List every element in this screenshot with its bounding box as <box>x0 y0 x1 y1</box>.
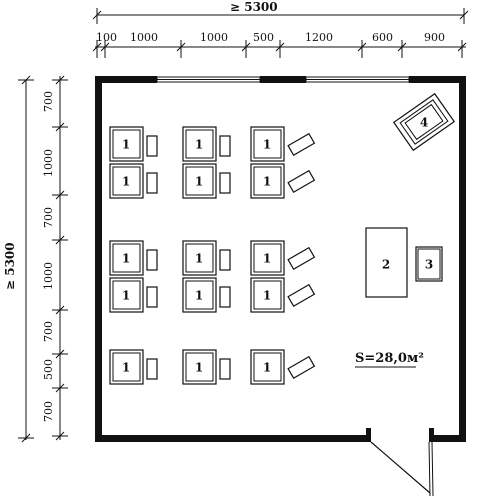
cabinet-label: 3 <box>425 258 433 272</box>
desk-label: 1 <box>263 175 271 189</box>
teacher-table-label: 2 <box>382 258 390 272</box>
desk-label: 1 <box>263 252 271 266</box>
student-desk: 1 <box>250 277 316 313</box>
entrance-door <box>370 441 434 497</box>
desk-label: 1 <box>122 138 130 152</box>
left-dimension-chain: 700 1000 700 1000 700 500 700 <box>42 75 68 441</box>
left-seg-3: 1000 <box>42 262 55 290</box>
top-seg-4: 1200 <box>305 31 333 44</box>
student-desk: 1 <box>250 163 316 199</box>
area-label: S=28,0м² <box>355 351 424 366</box>
left-seg-1: 1000 <box>42 149 55 177</box>
desk-label: 1 <box>263 361 271 375</box>
desk-label: 1 <box>122 175 130 189</box>
desk-label: 1 <box>195 361 203 375</box>
corner-unit: 4 <box>392 92 456 152</box>
window-right <box>305 76 410 83</box>
student-desk: 1 <box>250 126 316 162</box>
top-seg-5: 600 <box>372 31 393 44</box>
student-desk: 1 <box>109 126 158 162</box>
top-seg-1: 1000 <box>130 31 158 44</box>
total-height-label: ≥ 5300 <box>3 242 17 290</box>
student-desk: 1 <box>109 240 158 276</box>
student-desk: 1 <box>182 277 231 313</box>
desk-label: 1 <box>195 138 203 152</box>
cabinet: 3 <box>415 246 443 282</box>
student-desk: 1 <box>182 349 231 385</box>
desk-label: 1 <box>195 289 203 303</box>
desk-label: 1 <box>263 138 271 152</box>
desk-label: 1 <box>195 175 203 189</box>
student-desk: 1 <box>109 349 158 385</box>
left-seg-5: 500 <box>42 359 55 380</box>
student-desk: 1 <box>109 163 158 199</box>
student-desk: 1 <box>182 163 231 199</box>
teacher-table: 2 <box>365 227 408 298</box>
student-desk: 1 <box>250 240 316 276</box>
total-width-label: ≥ 5300 <box>230 0 278 14</box>
left-dimension-total: ≥ 5300 <box>3 75 34 443</box>
left-seg-0: 700 <box>42 91 55 112</box>
area-annotation: S=28,0м² <box>355 351 424 368</box>
window-left <box>156 76 261 83</box>
room-walls <box>95 76 466 442</box>
top-seg-2: 1000 <box>200 31 228 44</box>
student-desk: 1 <box>182 126 231 162</box>
desk-label: 1 <box>122 361 130 375</box>
top-dimension-total: ≥ 5300 <box>92 0 469 24</box>
student-desk: 1 <box>250 349 316 385</box>
top-dimension-chain: 100 1000 1000 500 1200 600 900 <box>92 31 467 58</box>
student-desk: 1 <box>182 240 231 276</box>
student-desk: 1 <box>109 277 158 313</box>
left-seg-2: 700 <box>42 207 55 228</box>
left-seg-6: 700 <box>42 401 55 422</box>
top-seg-0: 100 <box>96 31 117 44</box>
top-seg-6: 900 <box>424 31 445 44</box>
student-desks: 1 1 1 1 1 1 1 1 1 1 1 1 1 1 1 <box>109 126 316 385</box>
desk-label: 1 <box>122 252 130 266</box>
desk-label: 1 <box>195 252 203 266</box>
top-seg-3: 500 <box>253 31 274 44</box>
desk-label: 1 <box>122 289 130 303</box>
desk-label: 1 <box>263 289 271 303</box>
left-seg-4: 700 <box>42 321 55 342</box>
corner-unit-label: 4 <box>420 116 428 130</box>
